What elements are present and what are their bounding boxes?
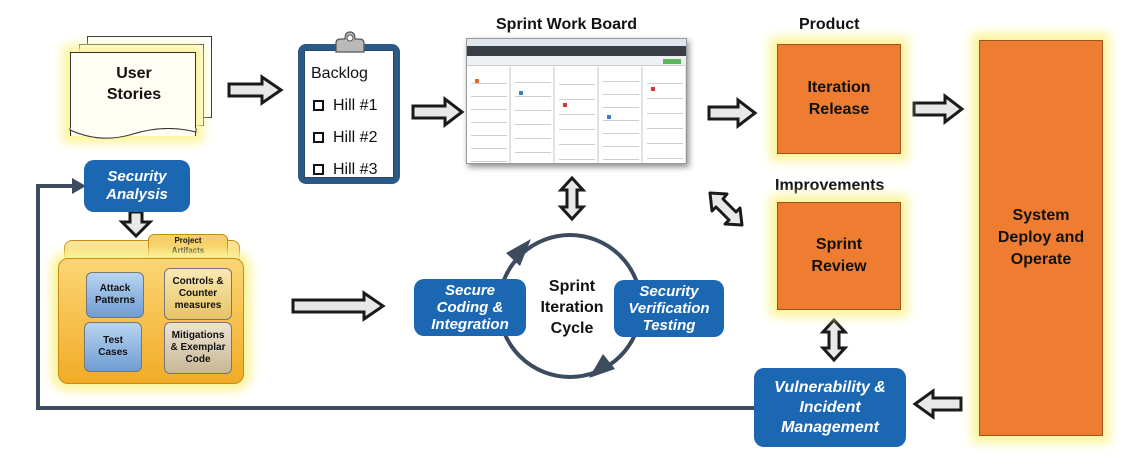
board-tag: [475, 79, 479, 83]
board-column-cards: [515, 72, 551, 162]
arrow-board-to-release: [707, 96, 758, 130]
system-line3: Operate: [1010, 251, 1072, 268]
project-artifacts-folder: Project Artifacts Attack Patterns Contro…: [56, 234, 246, 386]
card-line: Counter: [178, 288, 218, 299]
feedback-loop-line: [36, 184, 756, 410]
security-verification-box: Security Verification Testing: [614, 280, 724, 337]
folder-tab-line2: Artifacts: [171, 246, 205, 255]
board-tag: [519, 91, 523, 95]
checkbox-icon: [313, 100, 324, 111]
system-deploy-operate-box: System Deploy and Operate: [979, 40, 1103, 436]
system-line1: System: [1012, 207, 1070, 224]
iteration-release-line2: Release: [808, 101, 870, 118]
cycle-label: Sprint Iteration Cycle: [530, 276, 614, 339]
security-analysis-line2: Analysis: [106, 186, 168, 203]
artifact-card-attack-patterns: Attack Patterns: [86, 272, 144, 318]
sprint-review-box: Sprint Review: [777, 202, 901, 310]
backlog-item-label: Hill #1: [333, 97, 378, 114]
backlog-title: Backlog: [311, 65, 368, 82]
card-line: Attack: [99, 283, 131, 294]
improvements-title: Improvements: [775, 177, 885, 194]
card-line: Test: [103, 335, 123, 346]
board-tag: [563, 103, 567, 107]
checkbox-icon: [313, 164, 324, 175]
artifact-card-test-cases: Test Cases: [84, 322, 142, 372]
checkbox-icon: [313, 132, 324, 143]
secure-coding-line2: Coding &: [436, 299, 504, 316]
card-line: Patterns: [94, 295, 135, 306]
arrow-artifacts-to-cycle: [291, 290, 386, 322]
security-analysis-box: Security Analysis: [84, 160, 190, 212]
user-stories-doc-front: User Stories: [70, 52, 196, 136]
arrow-backlog-to-board: [411, 95, 465, 129]
vulnerability-management-box: Vulnerability & Incident Management: [754, 368, 906, 447]
board-add-button: [663, 59, 681, 64]
board-app-header: [467, 46, 686, 56]
vulnerability-line1: Vulnerability &: [774, 378, 886, 396]
feedback-loop-arrowhead: [72, 178, 86, 194]
system-line2: Deploy and: [997, 229, 1085, 246]
security-analysis-line1: Security: [107, 168, 167, 185]
backlog-item: Hill #1: [313, 97, 377, 115]
board-column-cards: [559, 72, 595, 162]
card-line: Controls &: [172, 276, 224, 287]
security-verification-line1: Security: [639, 283, 699, 300]
clipboard-clip-icon: [335, 31, 365, 53]
vulnerability-line2: Incident: [799, 398, 861, 416]
backlog-item-label: Hill #3: [333, 161, 378, 178]
sprint-review-line2: Review: [811, 258, 867, 275]
card-line: Code: [185, 354, 211, 365]
backlog-item-label: Hill #2: [333, 129, 378, 146]
iteration-release-box: Iteration Release: [777, 44, 901, 154]
board-column-cards: [471, 72, 507, 162]
arrow-board-review: [708, 191, 744, 227]
board-tag: [607, 115, 611, 119]
card-line: measures: [174, 300, 222, 311]
board-column-cards: [647, 72, 683, 162]
arrow-review-vulnerability: [819, 317, 849, 363]
user-stories-line2: Stories: [106, 86, 162, 103]
secure-coding-line1: Secure: [444, 282, 496, 299]
backlog-paper: Backlog Hill #1 Hill #2 Hill #3: [304, 50, 394, 178]
sprint-review-line1: Sprint: [815, 236, 863, 253]
artifact-card-controls: Controls & Counter measures: [164, 268, 232, 320]
vulnerability-line3: Management: [781, 418, 879, 436]
arrow-analysis-to-artifacts: [118, 210, 154, 239]
board-tag: [651, 87, 655, 91]
arrow-stories-to-backlog: [227, 74, 284, 106]
sprint-board-screenshot: [466, 38, 687, 164]
artifact-card-mitigations: Mitigations & Exemplar Code: [164, 322, 232, 374]
backlog-item: Hill #3: [313, 161, 377, 179]
product-title: Product: [799, 16, 860, 33]
cycle-line2: Iteration: [540, 299, 604, 316]
sprint-board-title: Sprint Work Board: [496, 16, 638, 33]
security-verification-line3: Testing: [642, 317, 696, 334]
card-line: & Exemplar: [170, 342, 226, 353]
arrow-release-to-system: [912, 92, 965, 126]
secure-coding-box: Secure Coding & Integration: [414, 279, 526, 336]
backlog-item: Hill #2: [313, 129, 377, 147]
user-stories-line1: User: [116, 65, 152, 82]
folder-tab: Project Artifacts: [148, 234, 228, 258]
backlog-clipboard: Backlog Hill #1 Hill #2 Hill #3: [298, 44, 400, 184]
board-browser-bar: [467, 39, 686, 46]
arrow-board-cycle: [557, 175, 587, 222]
cycle-line1: Sprint: [548, 278, 596, 295]
board-toolbar: [467, 56, 686, 66]
cycle-line3: Cycle: [550, 320, 594, 337]
security-verification-line2: Verification: [628, 300, 710, 317]
card-line: Cases: [98, 347, 128, 358]
card-line: Mitigations: [171, 330, 225, 341]
iteration-release-line1: Iteration: [807, 79, 871, 96]
arrow-system-to-vulnerability: [912, 388, 963, 420]
folder-tab-line1: Project: [174, 236, 202, 245]
user-stories-wave-edge: [69, 128, 197, 139]
secure-coding-line3: Integration: [431, 316, 509, 333]
